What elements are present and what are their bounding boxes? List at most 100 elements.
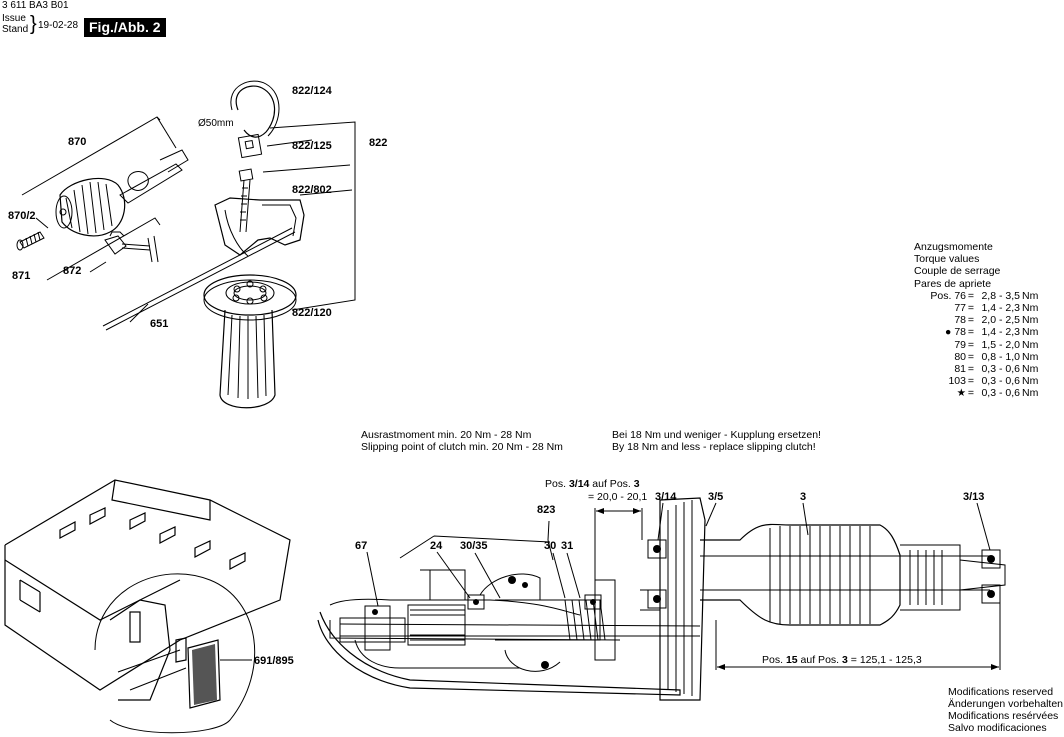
torque-title-fr: Couple de serrage <box>914 265 1001 278</box>
torque-value: 0,3 - 0,6 <box>981 387 1020 400</box>
equals-sign: = <box>967 375 975 388</box>
equals-sign: = <box>967 350 975 363</box>
torque-unit: Nm <box>1022 387 1039 400</box>
date: 19-02-28 <box>38 20 79 31</box>
torque-pos-number: 103 <box>948 375 966 388</box>
fig-label: Fig./Abb. 2 <box>84 18 166 37</box>
torque-title-en: Torque values <box>914 253 980 266</box>
stand-label: Stand <box>2 24 29 35</box>
equals-sign: = <box>967 289 975 302</box>
issue-label: Issue <box>2 13 26 24</box>
doc-number: 3 611 BA3 B01 <box>2 0 69 11</box>
torque-pos-number: 80 <box>954 350 966 363</box>
torque-pos-number: 78 <box>954 314 966 327</box>
label-31: 31 <box>561 540 574 552</box>
torque-value: 1,5 - 2,0 <box>981 338 1020 351</box>
torque-unit: Nm <box>1022 302 1039 315</box>
torque-unit: Nm <box>1022 375 1039 388</box>
torque-pos: 78 <box>914 314 966 326</box>
dimension-1-line1: Pos. 3/14 auf Pos. 3 <box>545 478 640 490</box>
equals-sign: = <box>967 387 975 400</box>
equals-sign: = <box>967 314 975 327</box>
torque-value: 2,8 - 3,5 <box>981 289 1020 302</box>
label-3: 3 <box>800 491 807 503</box>
dim2-mid: auf Pos. <box>800 654 840 666</box>
footer-line-1: Modifications reserved <box>948 686 1054 698</box>
torque-value: 2,0 - 2,5 <box>981 314 1020 327</box>
label-872: 872 <box>63 265 82 277</box>
torque-pos-number: 77 <box>954 302 966 315</box>
dim1-prefix: Pos. <box>545 478 567 490</box>
modifications-footer: Modifications reserved Änderungen vorbeh… <box>948 686 1063 734</box>
label-870-2: 870/2 <box>8 210 36 222</box>
part-691-895-plate <box>187 639 252 709</box>
label-3-13: 3/13 <box>963 491 985 503</box>
torque-value: 0,3 - 0,6 <box>981 375 1020 388</box>
dim1-mid: auf Pos. <box>592 478 631 490</box>
bracket-870 <box>21 116 161 196</box>
dimension-1-value: = 20,0 - 20,1 <box>588 491 648 503</box>
label-822-124: 822/124 <box>292 85 332 97</box>
replace-note-en: By 18 Nm and less - replace slipping clu… <box>612 441 816 453</box>
label-3-14: 3/14 <box>655 491 677 503</box>
torque-prefix: Pos. <box>930 289 952 302</box>
label-822-125: 822/125 <box>292 140 332 152</box>
label-691-895: 691/895 <box>254 655 294 667</box>
label-822-802: 822/802 <box>292 184 332 196</box>
dim2-b: 3 <box>842 654 848 666</box>
torque-pos-number: 78 <box>954 326 966 339</box>
equals-sign: = <box>967 326 975 339</box>
equals-sign: = <box>967 338 975 351</box>
torque-unit: Nm <box>1022 326 1039 339</box>
dim2-a: 15 <box>785 654 798 666</box>
label-30-35: 30/35 <box>460 540 488 552</box>
torque-unit: Nm <box>1022 363 1039 376</box>
clutch-note-en: Slipping point of clutch min. 20 Nm - 28… <box>361 441 563 453</box>
label-823: 823 <box>537 504 556 516</box>
label-67: 67 <box>355 540 368 552</box>
torque-pos: ★ <box>914 387 966 399</box>
label-870: 870 <box>68 136 87 148</box>
footer-line-2: Änderungen vorbehalten <box>948 698 1064 710</box>
label-822: 822 <box>369 137 388 149</box>
torque-pos-number: 79 <box>954 338 966 351</box>
dim2-prefix: Pos. <box>762 654 784 666</box>
equals-sign: = <box>967 363 975 376</box>
torque-pos: 81 <box>914 363 966 375</box>
torque-pos: 103 <box>914 375 966 387</box>
label-diameter: Ø50mm <box>198 118 234 129</box>
label-30: 30 <box>544 540 557 552</box>
torque-prefix: ● <box>945 326 952 339</box>
torque-pos: 80 <box>914 351 966 363</box>
torque-value: 0,3 - 0,6 <box>981 363 1020 376</box>
label-871: 871 <box>12 270 31 282</box>
footer-line-3: Modifications resérvées <box>948 710 1059 722</box>
torque-value: 1,4 - 2,3 <box>981 326 1020 339</box>
dim2-value: = 125,1 - 125,3 <box>850 654 922 666</box>
dim1-a: 3/14 <box>568 478 590 490</box>
torque-pos: ● 78 <box>914 326 966 338</box>
label-651: 651 <box>150 318 169 330</box>
bracket-871 <box>46 217 161 281</box>
torque-pos: 77 <box>914 302 966 314</box>
torque-title-de: Anzugsmomente <box>914 241 993 253</box>
replace-note-de: Bei 18 Nm und weniger - Kupplung ersetze… <box>612 429 821 441</box>
torque-unit: Nm <box>1022 289 1039 302</box>
torque-value: 1,4 - 2,3 <box>981 302 1020 315</box>
brace-icon: } <box>30 13 37 35</box>
equals-sign: = <box>967 302 975 315</box>
footer-line-4: Salvo modificaciones <box>948 722 1047 734</box>
torque-pos-number: 81 <box>954 363 966 376</box>
label-822-120: 822/120 <box>292 307 332 319</box>
torque-unit: Nm <box>1022 350 1039 363</box>
